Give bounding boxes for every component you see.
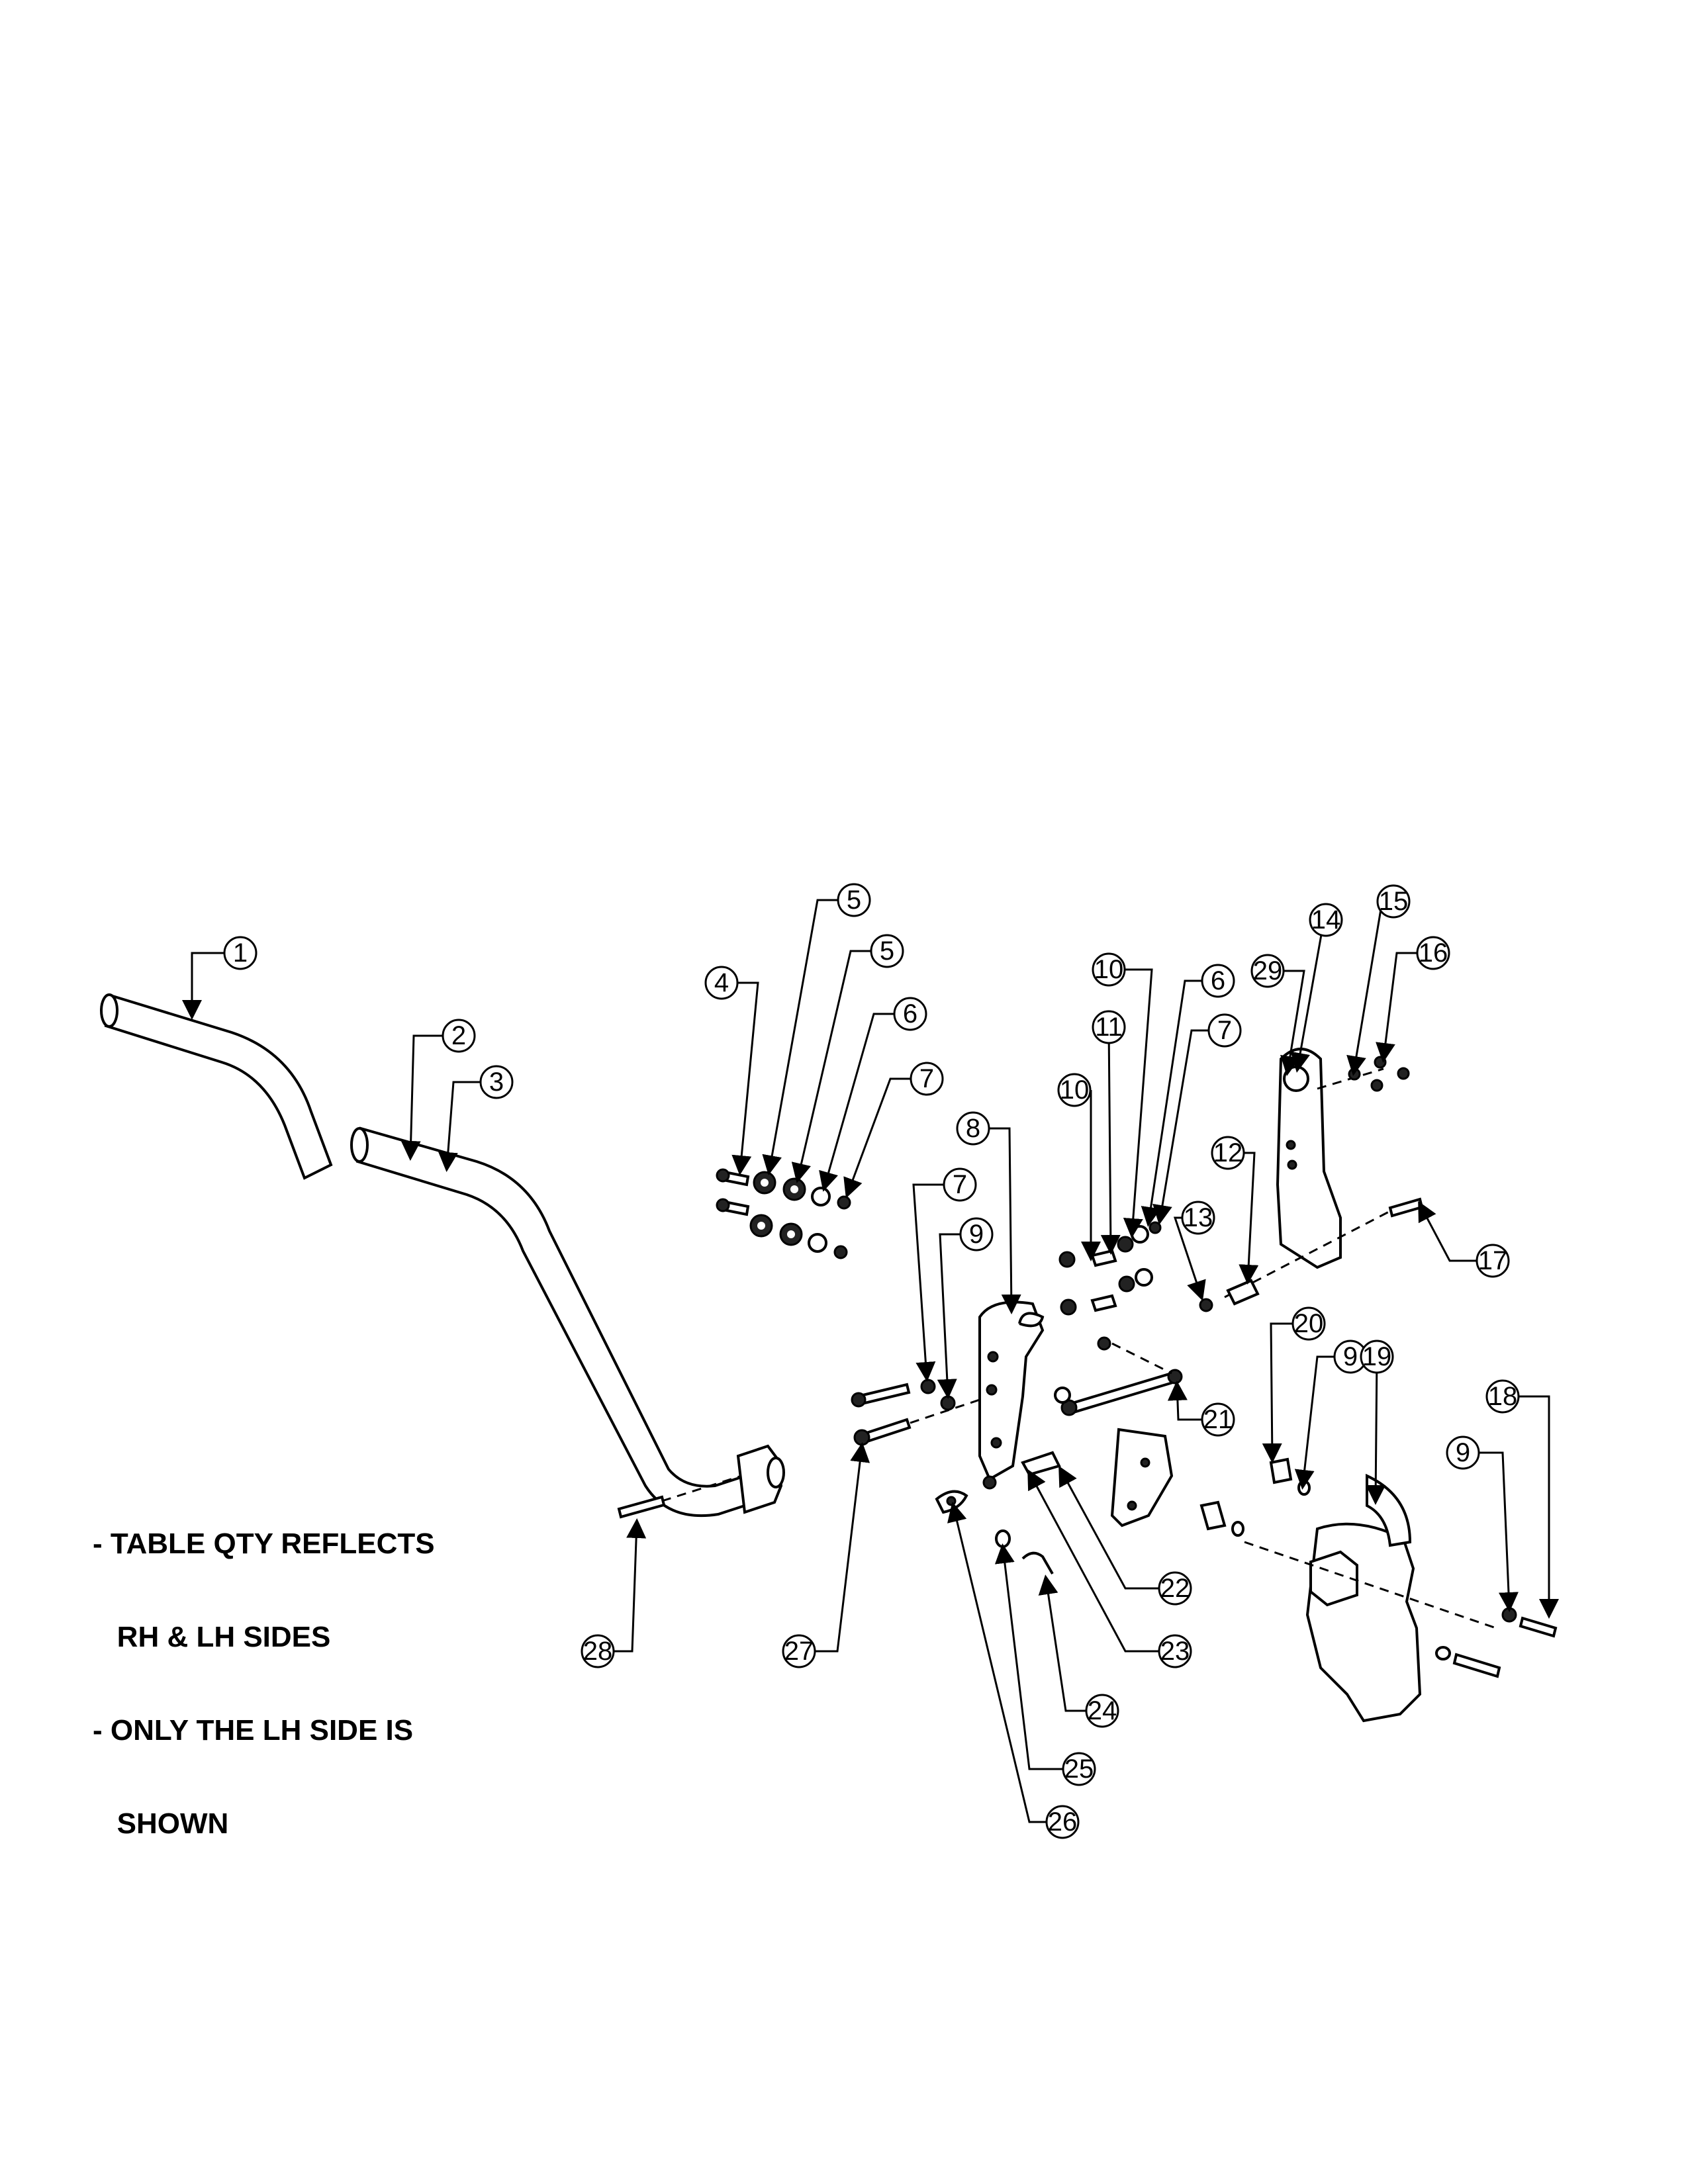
svg-text:19: 19 [1362,1342,1392,1371]
callout-balloon: 10 [1092,952,1126,987]
svg-text:14: 14 [1311,905,1341,934]
callout-balloon: 1 [223,936,258,970]
callout-balloon: 9 [1446,1435,1480,1470]
svg-text:11: 11 [1095,1013,1123,1042]
callout-balloon: 6 [893,997,927,1031]
svg-text:10: 10 [1094,955,1124,984]
handle-tube-long [350,1126,785,1518]
callout-balloon: 29 [1250,954,1285,988]
bracket-8 [978,1300,1045,1481]
svg-text:25: 25 [1064,1754,1094,1784]
note-line: SHOWN [93,1807,229,1840]
bolt-28 [617,1475,742,1519]
diagram-notes: - TABLE QTY REFLECTS RH & LH SIDES - ONL… [93,1466,435,1870]
callout-balloon: 7 [1207,1013,1242,1048]
svg-text:5: 5 [880,936,894,966]
svg-text:17: 17 [1478,1246,1508,1275]
svg-text:24: 24 [1088,1696,1117,1725]
svg-text:22: 22 [1160,1574,1190,1603]
callout-balloon: 28 [581,1634,615,1668]
callout-balloon: 27 [782,1634,816,1668]
callout-balloon: 26 [1045,1805,1080,1839]
callout-balloon: 14 [1309,903,1343,937]
callout-balloon: 3 [479,1065,514,1099]
callout-balloon: 24 [1085,1694,1119,1728]
rod-21 [1054,1336,1183,1527]
svg-text:28: 28 [583,1637,613,1666]
hardware-group-7-9-27 [851,1379,980,1446]
svg-text:12: 12 [1213,1138,1243,1167]
svg-text:7: 7 [919,1064,934,1093]
svg-text:3: 3 [489,1068,504,1097]
note-line: RH & LH SIDES [93,1621,331,1653]
callout-balloon: 6 [1201,964,1235,998]
svg-text:13: 13 [1184,1203,1213,1232]
callout-balloon: 16 [1416,936,1450,970]
svg-text:23: 23 [1160,1637,1190,1666]
svg-text:6: 6 [903,999,917,1028]
callout-balloon: 7 [910,1062,944,1096]
svg-text:7: 7 [1217,1016,1232,1045]
callout-balloon: 20 [1291,1306,1326,1341]
svg-text:10: 10 [1060,1075,1090,1105]
callout-balloon: 11 [1092,1010,1126,1044]
callout-balloon: 7 [943,1167,977,1202]
callout-balloon: 5 [837,883,871,917]
svg-text:9: 9 [1456,1438,1470,1467]
callout-balloon: 17 [1476,1244,1510,1278]
svg-text:20: 20 [1294,1309,1324,1338]
svg-text:8: 8 [966,1114,980,1143]
callout-balloon: 23 [1158,1634,1192,1668]
svg-text:1: 1 [233,938,248,968]
svg-text:29: 29 [1253,956,1283,985]
hardware-group-4-7 [716,1168,851,1259]
svg-text:9: 9 [1343,1342,1358,1371]
callout-balloon: 18 [1485,1379,1520,1414]
svg-text:7: 7 [953,1170,967,1199]
callout-balloon: 4 [704,966,739,1000]
callout-balloon: 22 [1158,1571,1192,1606]
callout-balloon: 2 [442,1019,476,1053]
handle-tube-short [100,993,333,1180]
callout-balloons: 1 2 3 4 5 5 6 7 7 8 9 10 10 11 6 7 12 13… [223,883,1520,1839]
svg-text:21: 21 [1203,1405,1233,1434]
svg-text:18: 18 [1488,1382,1518,1411]
note-line: - TABLE QTY REFLECTS [93,1527,435,1560]
callout-balloon: 10 [1057,1073,1092,1107]
svg-text:16: 16 [1419,938,1448,968]
callout-balloon: 9 [959,1217,994,1251]
callout-balloon: 13 [1181,1201,1215,1235]
callout-balloon: 15 [1376,884,1411,919]
callout-balloon: 5 [870,934,904,968]
svg-text:27: 27 [784,1637,814,1666]
callout-balloon: 12 [1211,1136,1245,1170]
note-line: - ONLY THE LH SIDE IS [93,1714,414,1747]
callout-balloon: 9 [1333,1340,1368,1374]
svg-text:15: 15 [1379,887,1409,916]
svg-text:6: 6 [1211,966,1225,995]
svg-text:2: 2 [451,1021,466,1050]
callout-balloon: 21 [1201,1402,1235,1437]
svg-text:5: 5 [847,886,861,915]
svg-text:4: 4 [714,968,729,997]
svg-text:26: 26 [1048,1807,1078,1837]
svg-text:9: 9 [969,1220,984,1249]
callout-balloon: 19 [1360,1340,1394,1374]
callout-balloon: 8 [956,1111,990,1146]
callout-balloon: 25 [1062,1752,1096,1786]
mount-19 [1199,1457,1558,1723]
